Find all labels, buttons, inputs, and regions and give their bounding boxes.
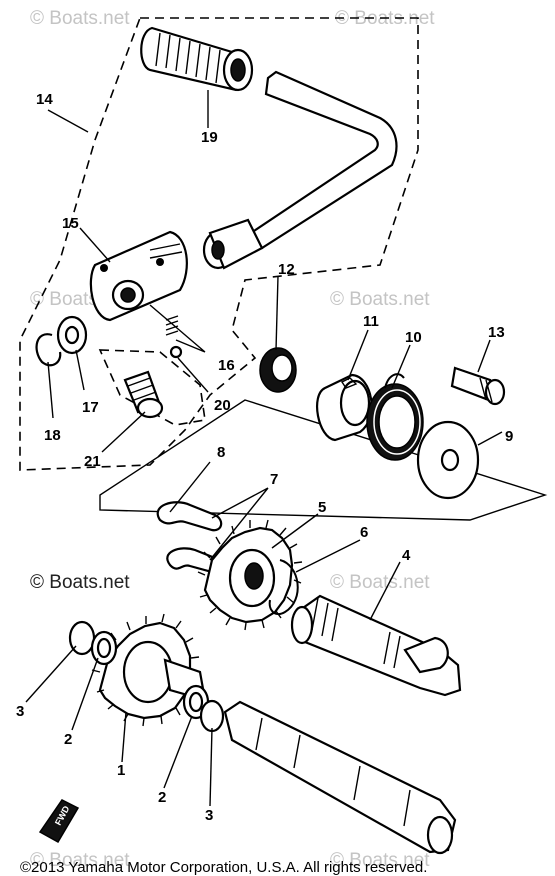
callout-1: 1 [117, 762, 125, 779]
oil-seal [259, 347, 297, 393]
callout-10: 10 [405, 329, 422, 346]
callout-2-left: 2 [64, 731, 72, 748]
callout-15: 15 [62, 215, 79, 232]
kick-gear [197, 519, 303, 631]
bolt [123, 370, 164, 419]
spring-group-box [99, 399, 548, 521]
kick-lever [202, 70, 398, 270]
circlip-right [199, 699, 225, 733]
callout-5: 5 [318, 499, 326, 516]
bolt-group-boundary [98, 349, 206, 426]
circlip [35, 333, 62, 367]
callout-8: 8 [217, 444, 225, 461]
idle-gear [91, 613, 207, 727]
callout-17: 17 [82, 399, 99, 416]
kick-axle [290, 594, 462, 697]
torsion-spring [366, 373, 424, 461]
copyright-notice: ©2013 Yamaha Motor Corporation, U.S.A. A… [20, 859, 427, 876]
callout-3-left: 3 [16, 703, 24, 720]
fwd-mark: FWD [38, 799, 80, 844]
callout-6: 6 [360, 524, 368, 541]
callout-2-right: 2 [158, 789, 166, 806]
callout-16: 16 [218, 357, 235, 374]
ratchet [316, 373, 373, 442]
callout-18: 18 [44, 427, 61, 444]
main-shaft [223, 700, 457, 855]
callout-19: 19 [201, 129, 218, 146]
callout-13: 13 [488, 324, 505, 341]
callout-3-right: 3 [205, 807, 213, 824]
watermark-top-left: © Boats.net [30, 8, 130, 29]
callout-12: 12 [278, 261, 295, 278]
watermark-right: © Boats.net [330, 572, 430, 593]
callout-14: 14 [36, 91, 53, 108]
friction-spring [268, 559, 299, 616]
spring-guide [416, 420, 480, 500]
small-spring [165, 315, 179, 336]
callout-7: 7 [270, 471, 278, 488]
callout-4: 4 [402, 547, 411, 564]
kick-crank-assembly-boundary [19, 17, 419, 471]
callout-11: 11 [363, 313, 379, 330]
kick-crank-boss [89, 230, 188, 322]
pin [450, 366, 506, 406]
washer [56, 315, 88, 355]
callout-20: 20 [214, 397, 231, 414]
watermark-left-dark: © Boats.net [30, 572, 130, 593]
clip-upper [156, 501, 223, 532]
callout-9: 9 [505, 428, 513, 445]
steel-ball [169, 345, 183, 359]
watermark-bottom-right: © Boats.net [330, 850, 430, 871]
leader-lines [25, 90, 503, 807]
callout-21: 21 [84, 453, 101, 470]
kick-grip [140, 26, 254, 92]
watermark-bottom-left: © Boats.net [30, 850, 130, 871]
watermark-mid-right: © Boats.net [330, 289, 430, 310]
